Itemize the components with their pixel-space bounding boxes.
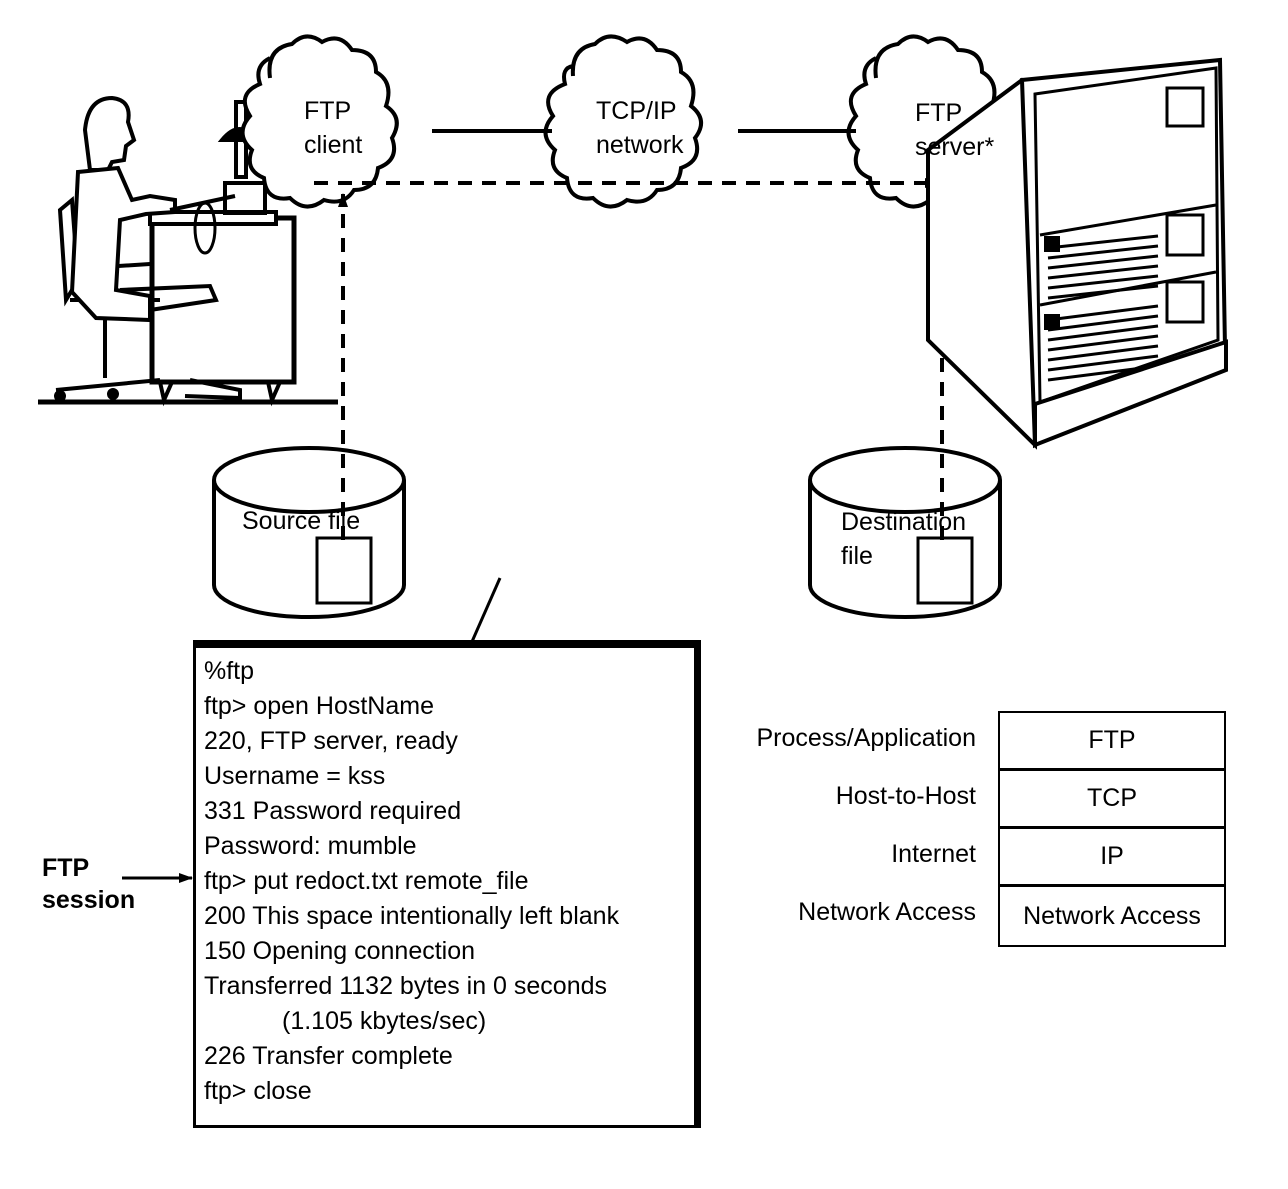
person-head-icon — [82, 95, 137, 172]
desk-icon — [149, 215, 297, 385]
ftp-client-label-line1: FTP — [304, 97, 352, 125]
tcpip-network-label: TCP/IP network — [596, 94, 684, 162]
layer-label-host-to-host: Host-to-Host — [835, 782, 976, 810]
source-file-disk — [212, 446, 406, 619]
source-file-document-icon — [315, 536, 373, 605]
ftp-client-label-line2: client — [304, 131, 363, 159]
session-line: ftp> put redoct.txt remote_file — [204, 867, 529, 895]
session-line: Password: mumble — [204, 832, 417, 860]
source-file-label: Source file — [242, 507, 361, 535]
ftp-server-label: FTP server* — [915, 96, 994, 164]
protocol-stack: FTP TCP IP Network Access — [998, 711, 1226, 947]
stack-cell-tcp: TCP — [1000, 771, 1224, 829]
session-line: %ftp — [204, 657, 255, 685]
session-line: 226 Transfer complete — [204, 1042, 453, 1070]
person-body-icon — [69, 165, 177, 323]
session-line: 200 This space intentionally left blank — [204, 902, 620, 930]
destination-file-label: Destination file — [841, 505, 966, 573]
ftp-server-label-line2: server* — [915, 133, 995, 161]
tcpip-network-label-line1: TCP/IP — [596, 97, 677, 125]
session-line: 331 Password required — [204, 797, 462, 825]
stack-cell-network-access: Network Access — [1023, 901, 1201, 930]
ftp-session-transcript: %ftp ftp> open HostName 220, FTP server,… — [193, 640, 701, 1128]
session-line: 220, FTP server, ready — [204, 727, 458, 755]
destination-file-document-icon — [916, 536, 974, 605]
session-line: 150 Opening connection — [204, 937, 476, 965]
ftp-server-label-line1: FTP — [915, 99, 963, 127]
layer-label-network-access: Network Access — [798, 898, 976, 926]
layer-label-process-application: Process/Application — [756, 724, 976, 752]
ftp-session-callout-label: FTP session — [42, 852, 135, 916]
destination-file-disk — [808, 446, 1002, 619]
session-line: Username = kss — [204, 762, 386, 790]
layer-label-internet: Internet — [891, 840, 976, 868]
ftp-session-callout-line1: FTP — [42, 854, 90, 882]
destination-file-label-line2: file — [841, 542, 873, 570]
stack-cell-ftp: FTP — [1000, 713, 1224, 771]
tcpip-network-label-line2: network — [596, 131, 684, 159]
session-line: ftp> close — [204, 1077, 312, 1105]
ftp-session-callout-line2: session — [42, 886, 136, 914]
stack-cell-ip: IP — [1000, 829, 1224, 887]
ftp-client-label: FTP client — [304, 94, 362, 162]
session-line: (1.105 kbytes/sec) — [282, 1007, 487, 1035]
session-line: Transferred 1132 bytes in 0 seconds — [204, 972, 608, 1000]
destination-file-label-line1: Destination — [841, 508, 967, 536]
server-cabinet-icon — [926, 57, 1228, 450]
session-line: ftp> open HostName — [204, 692, 434, 720]
